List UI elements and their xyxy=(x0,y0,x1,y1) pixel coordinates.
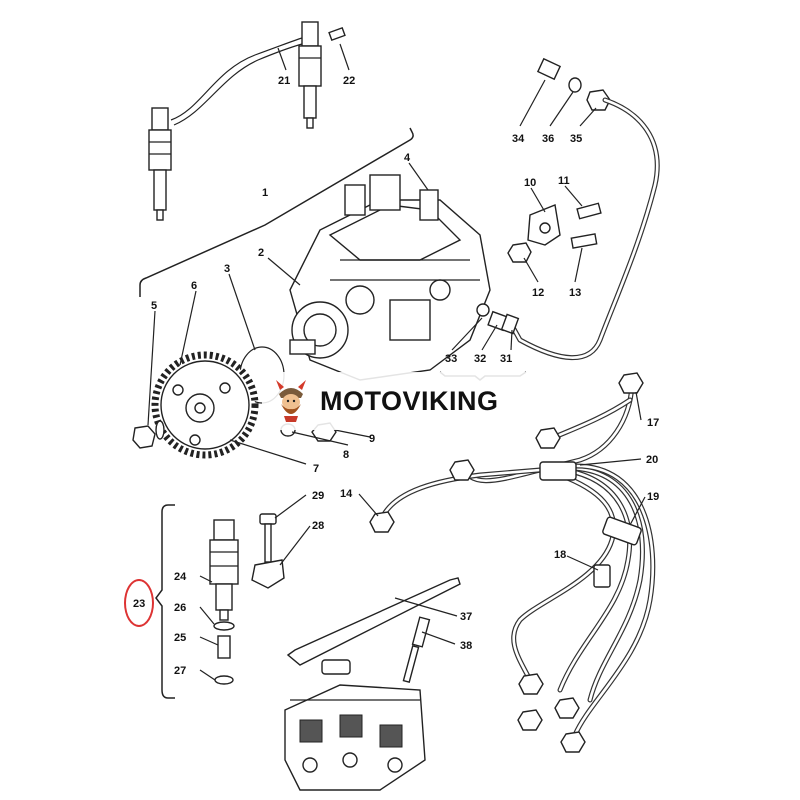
callout-19: 19 xyxy=(647,491,659,503)
injector-washer xyxy=(213,621,235,631)
callout-12: 12 xyxy=(532,287,544,299)
viking-logo-icon xyxy=(276,380,306,422)
glow-plug-bus-bar xyxy=(286,577,461,666)
group-brace-23 xyxy=(155,504,175,699)
callout-28: 28 xyxy=(312,520,324,532)
callout-24: 24 xyxy=(174,571,187,583)
callout-2: 2 xyxy=(258,247,264,259)
callout-labels: 1 2 3 4 5 6 7 8 9 10 11 12 13 14 17 18 1… xyxy=(133,75,659,677)
callout-36: 36 xyxy=(542,133,554,145)
injector-top-left xyxy=(148,107,172,221)
watermark-text: MOTOVIKING xyxy=(320,385,499,416)
callout-18: 18 xyxy=(554,549,566,561)
glow-plug xyxy=(402,616,431,684)
injector-lower xyxy=(209,519,239,621)
callout-11: 11 xyxy=(558,175,570,187)
bracket-assembly xyxy=(507,202,602,263)
gear-nut xyxy=(132,425,156,449)
callout-6: 6 xyxy=(191,280,197,292)
watermark: MOTOVIKING xyxy=(262,372,536,430)
injector-top-right xyxy=(298,21,322,129)
banjo-fitting xyxy=(536,57,611,111)
group-brace-1 xyxy=(139,127,414,297)
callout-26: 26 xyxy=(174,602,186,614)
callout-8: 8 xyxy=(343,449,349,461)
callout-9: 9 xyxy=(369,433,375,445)
injector-seal xyxy=(214,675,234,685)
callout-1: 1 xyxy=(262,187,268,199)
injection-pipe-set xyxy=(369,372,656,753)
callout-17: 17 xyxy=(647,417,659,429)
callout-14: 14 xyxy=(340,488,353,500)
callout-7: 7 xyxy=(313,463,319,475)
pump-drive-gear xyxy=(151,351,259,459)
injector-sleeve xyxy=(217,635,231,659)
callout-10: 10 xyxy=(524,177,536,189)
gear-washer xyxy=(155,420,165,440)
callout-22: 22 xyxy=(343,75,355,87)
callout-20: 20 xyxy=(646,454,658,466)
cylinder-head xyxy=(284,684,426,791)
callout-27: 27 xyxy=(174,665,186,677)
leak-off-hose xyxy=(170,37,303,121)
highlight-circle xyxy=(124,579,154,627)
callout-35: 35 xyxy=(570,133,582,145)
callout-5: 5 xyxy=(151,300,157,312)
callout-33: 33 xyxy=(445,353,457,365)
callout-34: 34 xyxy=(512,133,525,145)
callout-37: 37 xyxy=(460,611,472,623)
injection-pump xyxy=(289,174,491,381)
callout-32: 32 xyxy=(474,353,486,365)
callout-38: 38 xyxy=(460,640,472,652)
callout-29: 29 xyxy=(312,490,324,502)
hose-clip xyxy=(328,26,346,42)
callout-3: 3 xyxy=(224,263,230,275)
clamp-bolt xyxy=(259,513,277,563)
fuel-fitting xyxy=(476,303,520,335)
leader-lines xyxy=(147,43,646,681)
callout-25: 25 xyxy=(174,632,186,644)
connector xyxy=(321,659,351,675)
callout-13: 13 xyxy=(569,287,581,299)
injector-clamp xyxy=(251,559,285,589)
callout-21: 21 xyxy=(278,75,290,87)
callout-4: 4 xyxy=(404,152,411,164)
callout-31: 31 xyxy=(500,353,512,365)
